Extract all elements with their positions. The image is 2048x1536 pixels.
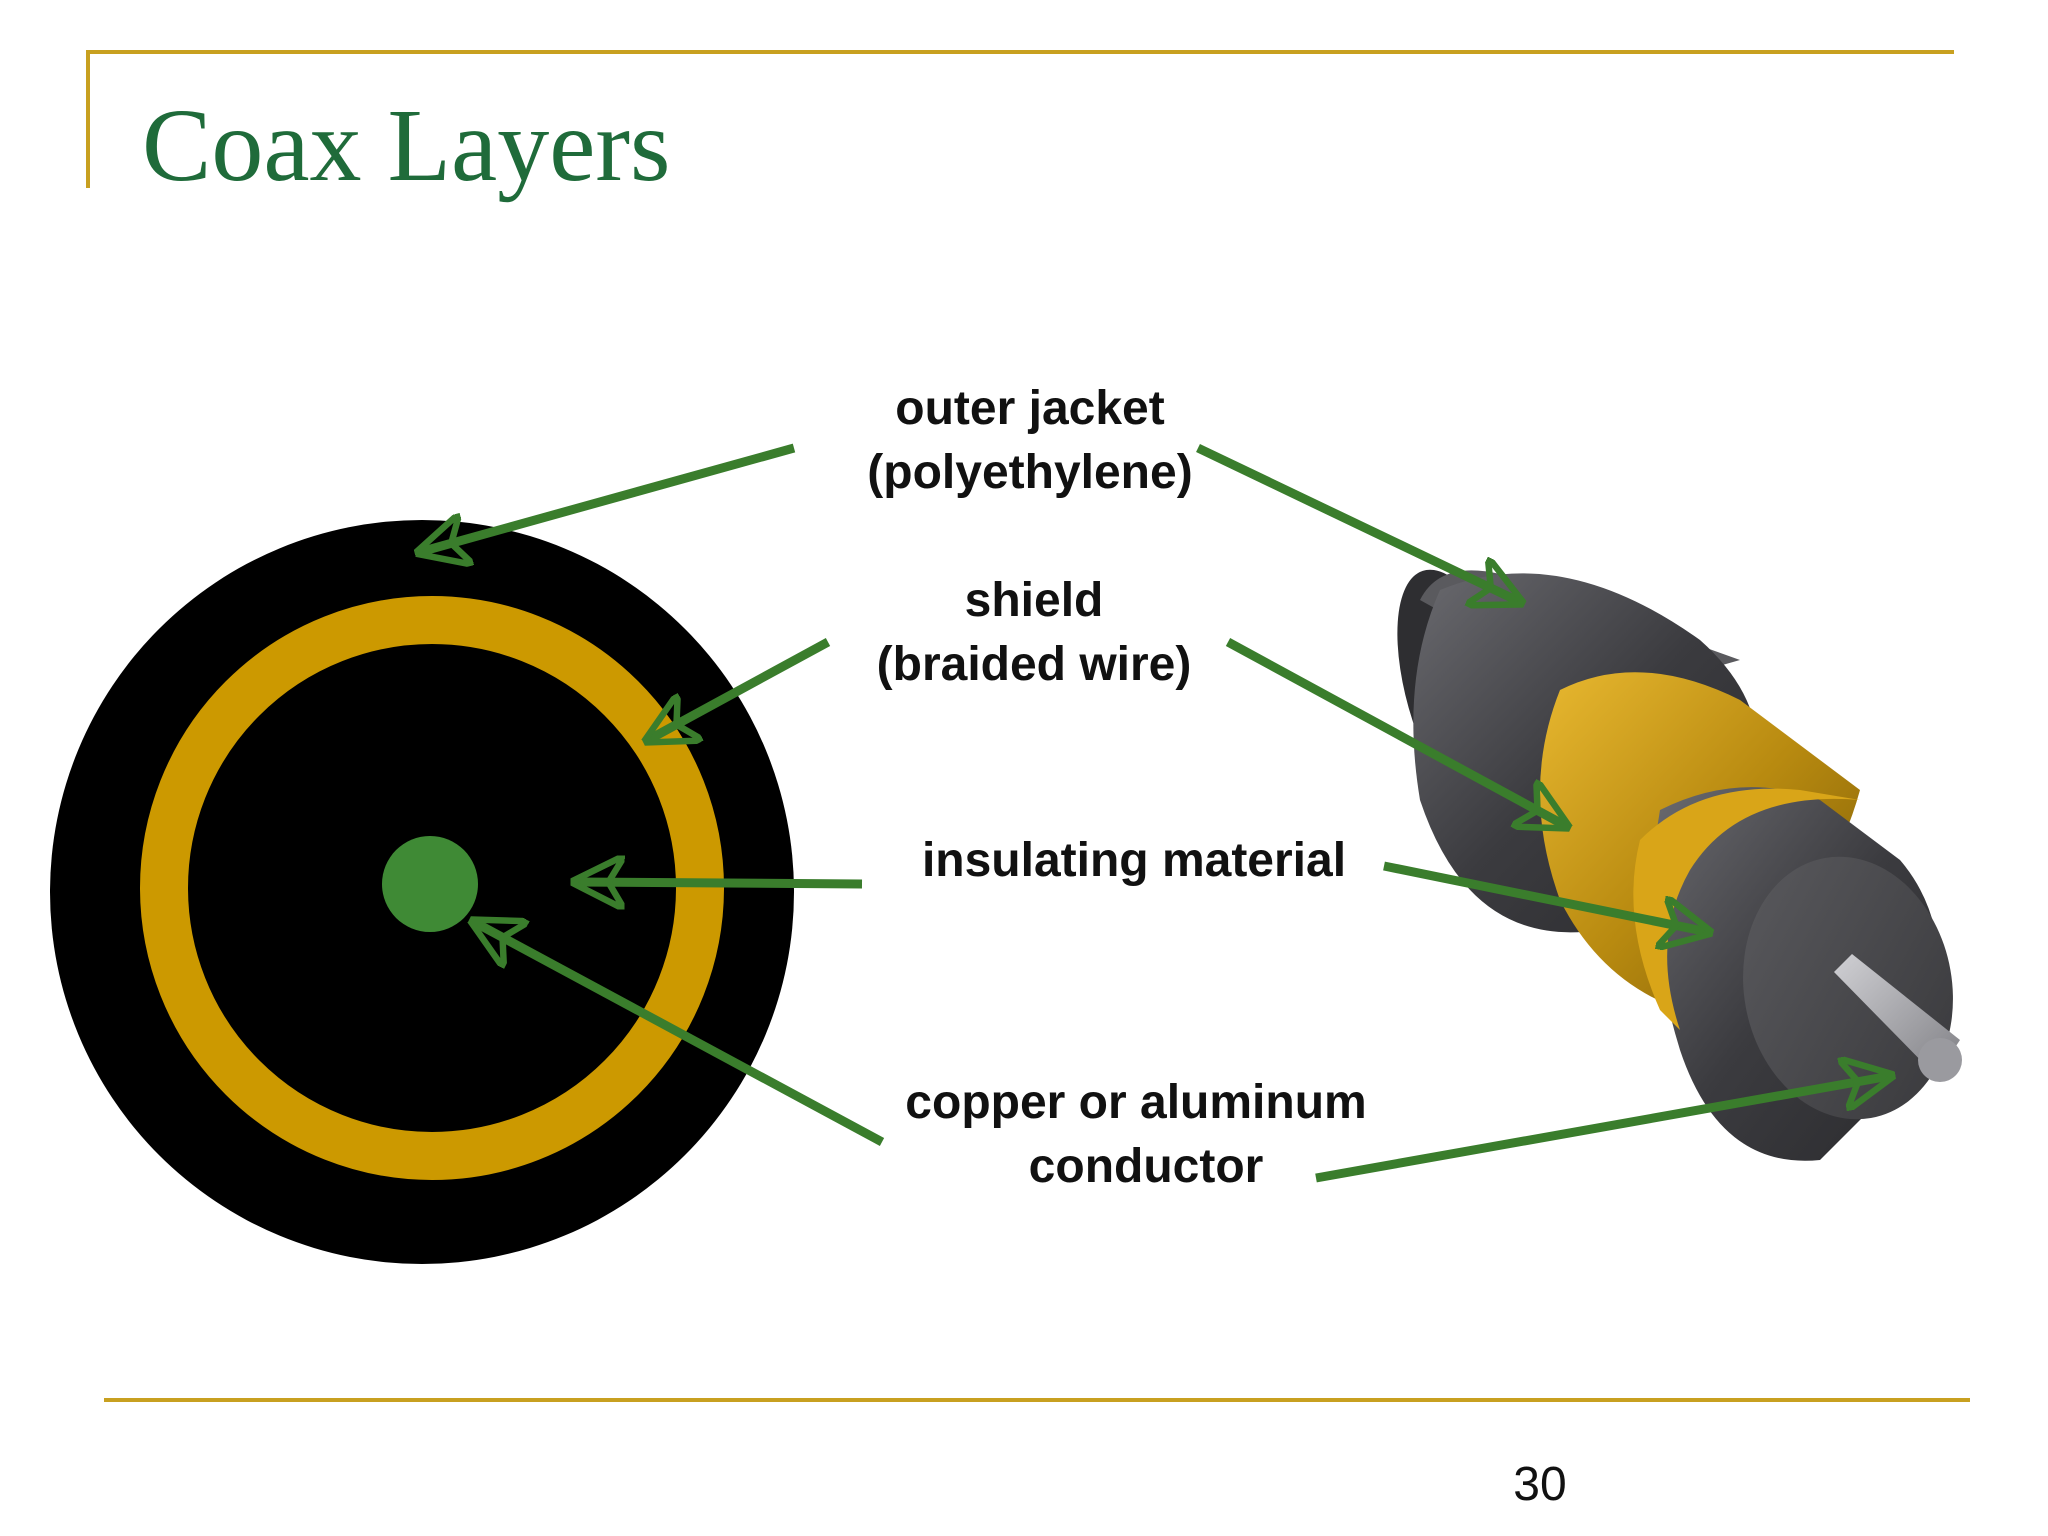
cable-3d-diagram: [1397, 569, 1962, 1161]
arrow-outer-jacket-right: [1196, 443, 1520, 602]
label-conductor-line2: conductor: [1029, 1140, 1264, 1193]
slide-title: Coax Layers: [142, 88, 670, 203]
slide-frame: [86, 50, 1970, 1402]
callout-labels: outer jacket (polyethylene) shield (brai…: [867, 382, 1366, 1193]
label-insulating: insulating material: [922, 834, 1346, 887]
arrow-shield-right: [1225, 638, 1566, 826]
conductor-tip: [1918, 1038, 1962, 1082]
arrow-shield-left: [648, 638, 831, 740]
arrow-conductor-left: [474, 922, 885, 1146]
label-conductor-line1: copper or aluminum: [905, 1076, 1366, 1129]
arrow-conductor-right: [1315, 1076, 1890, 1183]
page-number: 30: [1513, 1458, 1566, 1511]
label-shield-line2: (braided wire): [877, 638, 1192, 691]
arrow-insulating-right: [1383, 861, 1708, 932]
pointer-arrows: [420, 443, 1890, 1183]
label-outer-jacket-line2: (polyethylene): [867, 446, 1192, 499]
insulator-gold-rim: [1633, 788, 1860, 1030]
insulator-front-face: [1743, 856, 1953, 1120]
arrow-outer-jacket-left: [420, 443, 796, 552]
arrow-insulating-left: [576, 882, 863, 884]
label-shield-line1: shield: [965, 574, 1104, 627]
cross-section-diagram: [50, 520, 794, 1264]
label-outer-jacket-line1: outer jacket: [895, 382, 1164, 435]
conductor-dot: [382, 836, 478, 932]
shield-ring: [140, 596, 724, 1180]
